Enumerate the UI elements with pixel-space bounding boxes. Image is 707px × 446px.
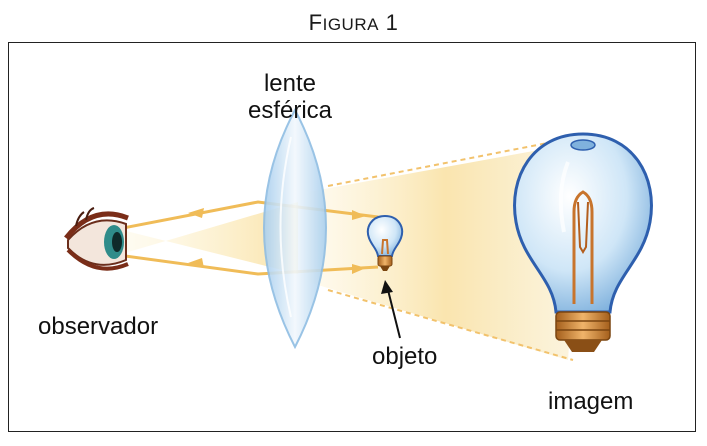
ray-lower bbox=[117, 253, 379, 276]
ray-arrowhead-lower-1 bbox=[188, 258, 204, 268]
figure-frame bbox=[8, 42, 696, 432]
lens-highlight bbox=[279, 136, 292, 318]
figure-title-smallcaps: IGURA bbox=[322, 15, 379, 34]
virtual-ray-lower bbox=[327, 289, 574, 361]
ray-arrowhead-upper-2 bbox=[352, 210, 366, 220]
object-pointer-arrow bbox=[387, 289, 401, 339]
lens-label-line2: esférica bbox=[247, 97, 333, 124]
ray-arrowhead-lower-2 bbox=[352, 264, 366, 274]
object-pointer-arrowhead bbox=[381, 280, 393, 294]
ray-upper bbox=[117, 200, 379, 231]
figure-title-number: 1 bbox=[385, 10, 399, 35]
observer-label: observador bbox=[38, 313, 159, 340]
figure-title-initial: F bbox=[308, 10, 323, 35]
lens-label: lente esférica bbox=[230, 70, 350, 124]
image-bulb-icon bbox=[513, 132, 653, 352]
light-cone-to-eye bbox=[118, 202, 298, 274]
lens-label-line1: lente bbox=[263, 70, 317, 97]
object-label: objeto bbox=[372, 343, 438, 370]
ray-arrowhead-upper-1 bbox=[188, 208, 204, 218]
eye-icon bbox=[64, 207, 129, 271]
figure-title: FIGURA 1 bbox=[0, 10, 707, 36]
object-bulb-icon bbox=[366, 214, 404, 271]
optics-diagram bbox=[64, 107, 653, 361]
image-label: imagem bbox=[548, 388, 634, 415]
spherical-lens bbox=[263, 107, 327, 350]
virtual-ray-upper bbox=[327, 137, 574, 187]
